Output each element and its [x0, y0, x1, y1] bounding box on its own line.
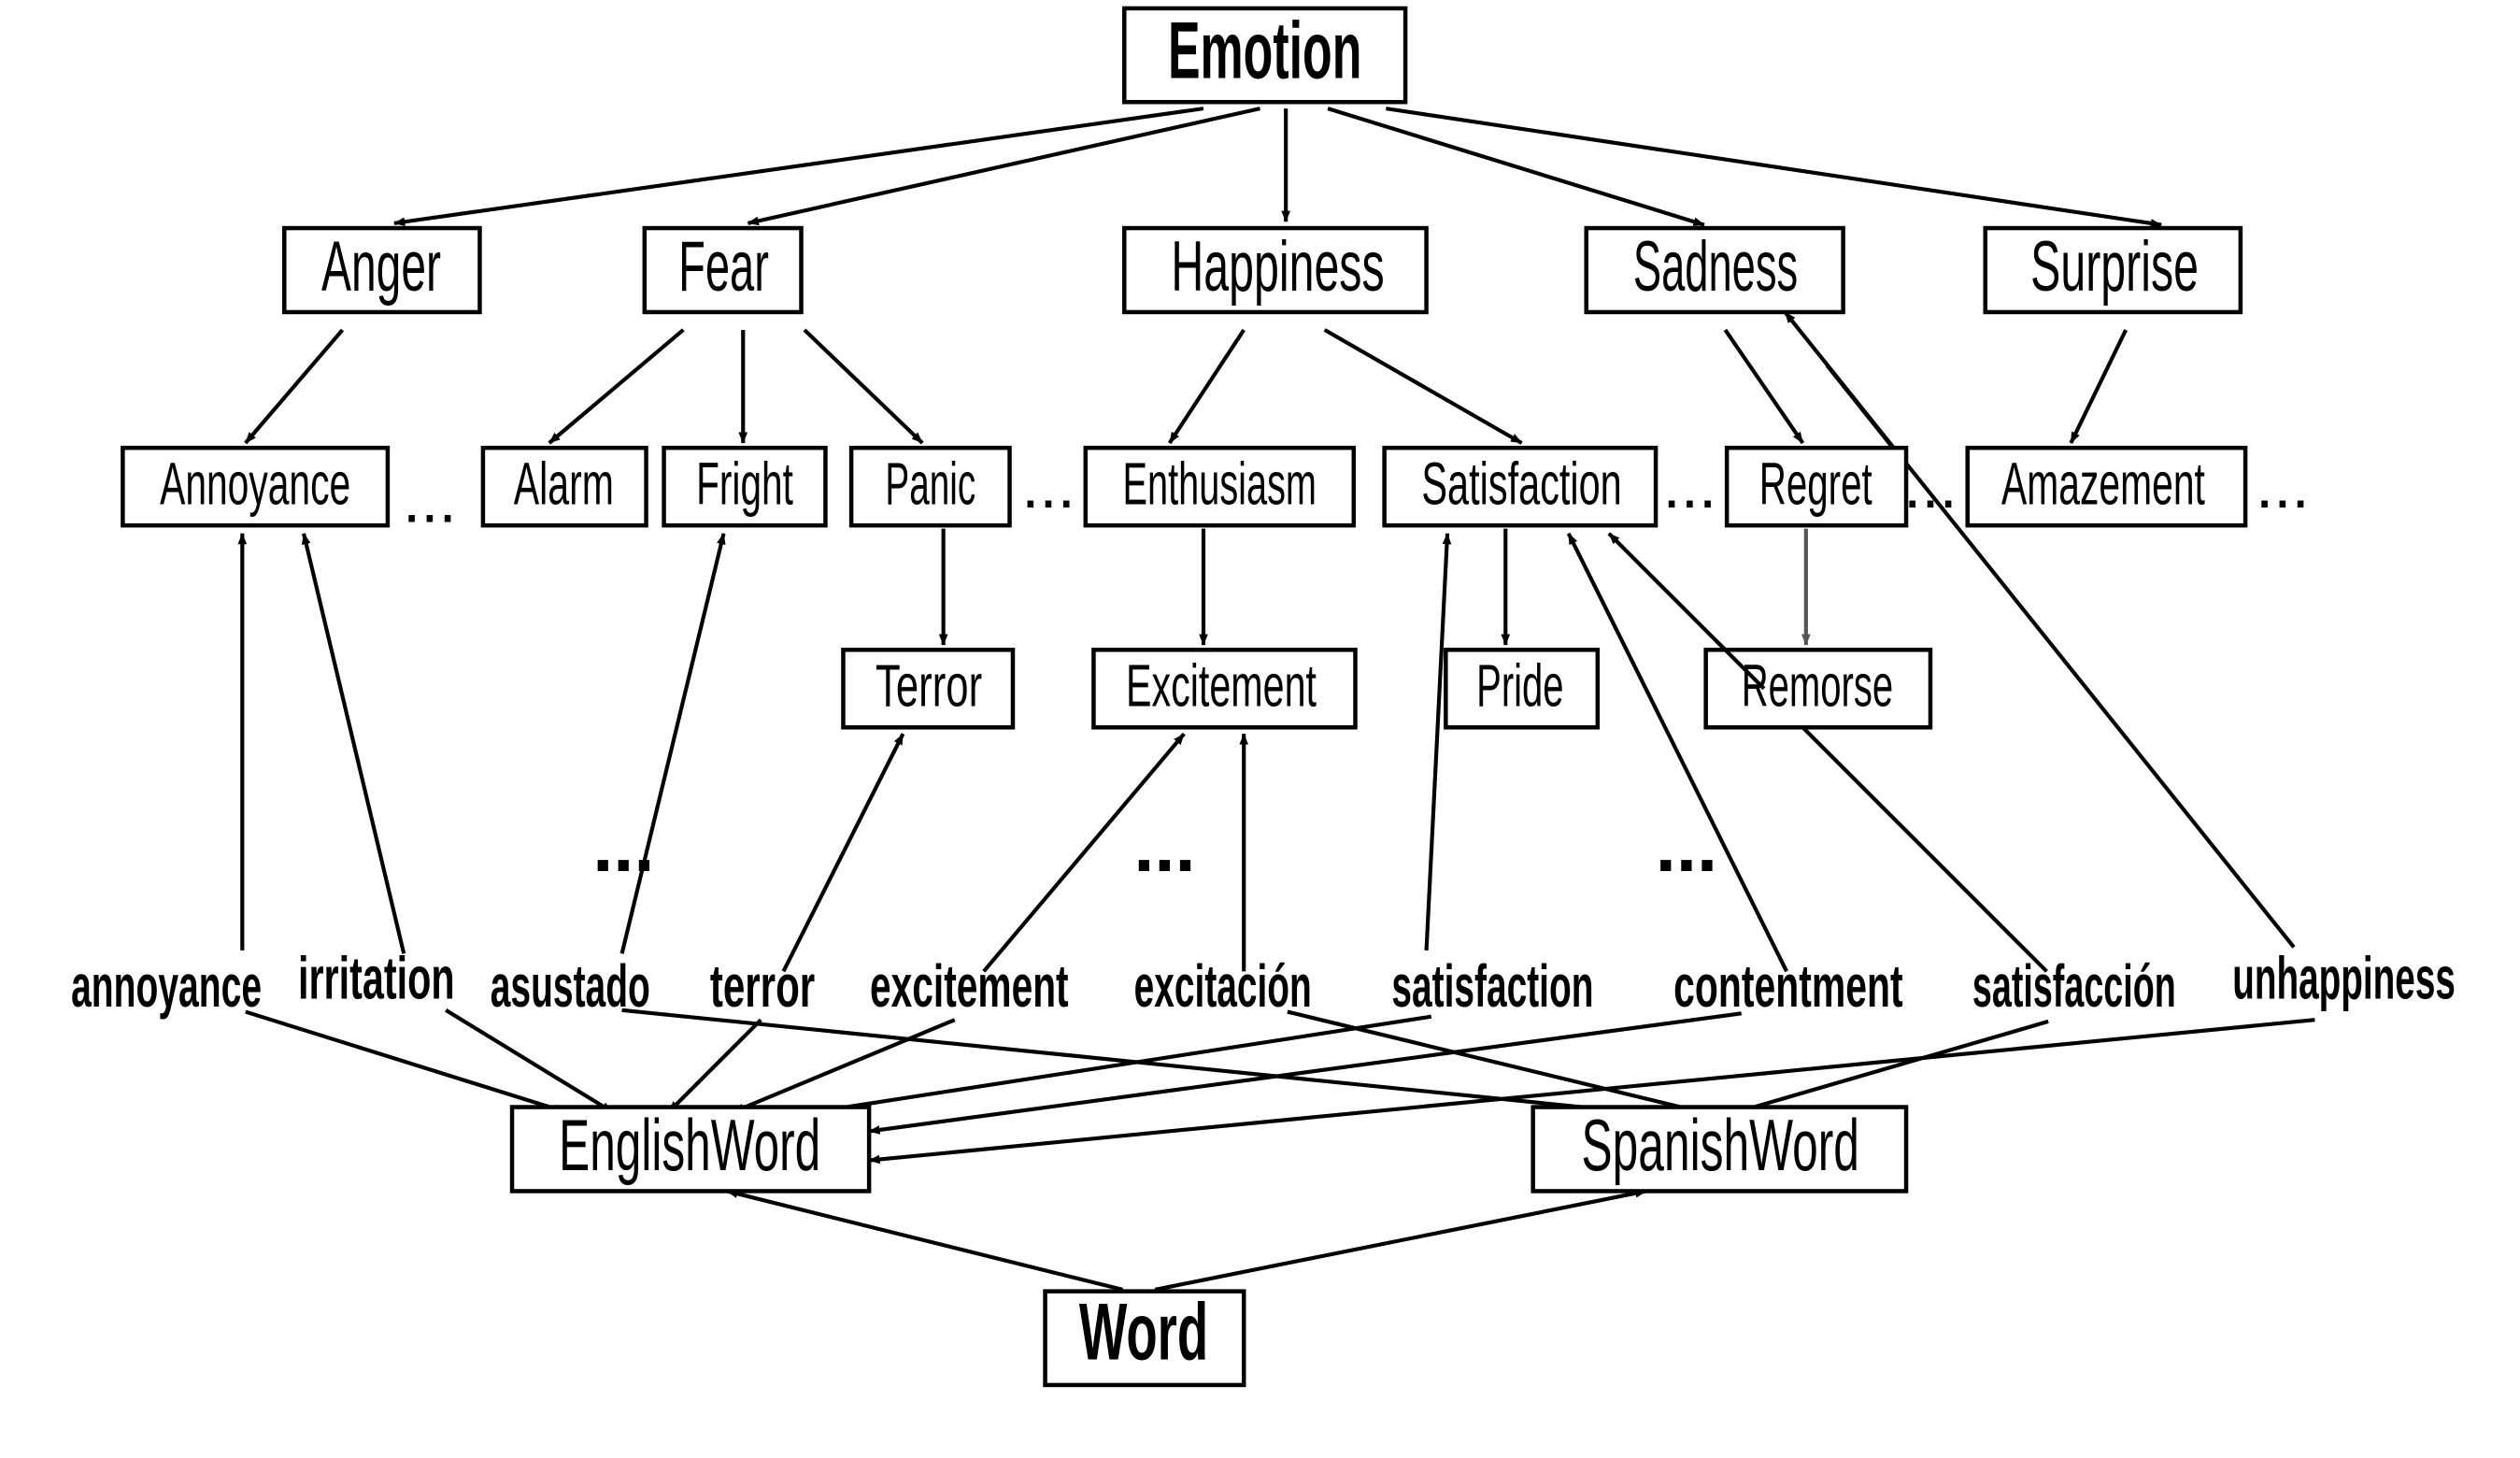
- node-alarm-label: Alarm: [514, 450, 614, 517]
- word-satisfaccion: satisfacción: [1972, 952, 2176, 1020]
- edge-asustado-fright: [619, 533, 726, 954]
- ellipses-sub-row: ... ... ... ... ...: [403, 449, 2310, 536]
- edge-emotion-anger: [393, 107, 1204, 227]
- edge-word-englishword: [726, 1189, 1124, 1292]
- edge-unhappiness-englishword: [868, 1018, 2315, 1165]
- word-instances: annoyance irritation asustado terror exc…: [71, 944, 2456, 1020]
- node-remorse-label: Remorse: [1742, 651, 1894, 719]
- edge-asustado-spanishword: [621, 1008, 1647, 1118]
- node-pride: Pride: [1444, 648, 1601, 730]
- node-sadness: Sadness: [1584, 225, 1845, 315]
- edge-happiness-enthusiasm: [1167, 328, 1246, 445]
- word-annoyance: annoyance: [71, 952, 262, 1020]
- edge-emotion-fear: [747, 107, 1260, 226]
- edge-excitement-word-excitement: [982, 732, 1186, 973]
- word-irritation: irritation: [298, 944, 455, 1011]
- node-fear: Fear: [642, 225, 804, 315]
- edge-word-spanishword: [1154, 1188, 1647, 1292]
- edge-unhappiness-sadness-overlay: [1825, 364, 1894, 448]
- node-happiness: Happiness: [1122, 225, 1429, 315]
- node-annoyance-label: Annoyance: [160, 450, 350, 517]
- edge-fear-alarm: [548, 328, 685, 445]
- node-terror: Terror: [841, 648, 1016, 730]
- node-surprise: Surprise: [1983, 225, 2243, 315]
- node-excitement-label: Excitement: [1126, 651, 1317, 719]
- word-excitacion: excitación: [1134, 952, 1312, 1020]
- edge-emotion-sadness: [1327, 107, 1705, 227]
- edge-terror-englishword: [667, 1018, 762, 1114]
- node-terror-label: Terror: [876, 651, 982, 719]
- edge-satisfaction-word-satisfaction: [1424, 533, 1452, 951]
- edge-terror-word-terror: [781, 733, 905, 973]
- node-fright: Fright: [662, 445, 828, 528]
- ellipsis-after-satisfaction: ...: [1663, 449, 1717, 522]
- node-panic: Panic: [848, 445, 1012, 528]
- edge-contentment-englishword: [868, 1011, 1742, 1135]
- node-anger-label: Anger: [321, 227, 441, 307]
- node-regret-label: Regret: [1759, 450, 1872, 517]
- node-englishword-label: EnglishWord: [559, 1106, 820, 1186]
- word-excitement: excitement: [870, 952, 1069, 1020]
- edge-happiness-satisfaction: [1323, 328, 1523, 445]
- edge-fear-panic: [803, 328, 924, 445]
- node-panic-label: Panic: [885, 450, 975, 517]
- edge-satisfaccion-spanishword: [1730, 1019, 2049, 1116]
- word-contentment: contentment: [1673, 952, 1902, 1020]
- node-excitement: Excitement: [1091, 648, 1358, 730]
- edge-anger-annoyance: [244, 328, 345, 445]
- node-fear-label: Fear: [678, 227, 769, 307]
- word-unhappiness: unhappiness: [2232, 944, 2456, 1011]
- node-anger: Anger: [282, 225, 482, 315]
- node-happiness-label: Happiness: [1171, 227, 1384, 307]
- edge-excitement-englishword: [733, 1018, 956, 1114]
- node-emotion-label: Emotion: [1168, 7, 1361, 96]
- node-satisfaction: Satisfaction: [1382, 445, 1659, 528]
- ellipsis-after-regret: ...: [1903, 449, 1958, 522]
- edges: [237, 107, 2315, 1292]
- node-emotion: Emotion: [1122, 7, 1408, 105]
- edge-sadness-regret: [1723, 328, 1805, 445]
- ellipsis-words-middle: ...: [1133, 804, 1195, 887]
- node-fright-label: Fright: [696, 450, 793, 517]
- node-amazement-label: Amazement: [2001, 450, 2205, 517]
- node-regret: Regret: [1724, 445, 1909, 528]
- node-pride-label: Pride: [1476, 651, 1563, 719]
- edge-satisfaction-englishword: [804, 1014, 1432, 1117]
- edge-surprise-amazement: [2069, 329, 2128, 444]
- edge-satisfaccion-satisfaction: [1607, 532, 2048, 973]
- edge-irritation-englishword: [445, 1008, 614, 1114]
- ellipsis-words-left: ...: [592, 804, 654, 887]
- node-spanishword-label: SpanishWord: [1582, 1106, 1859, 1186]
- node-amazement: Amazement: [1965, 445, 2248, 528]
- ellipsis-words-right: ...: [1656, 804, 1717, 887]
- edge-satisfaccion-overlay: [1714, 638, 1766, 691]
- edge-excitacion-spanishword: [1287, 1009, 1708, 1116]
- node-spanishword: SpanishWord: [1531, 1105, 1909, 1194]
- edge-irritation-annoyance: [301, 533, 406, 954]
- word-satisfaction: satisfaction: [1391, 952, 1593, 1020]
- node-enthusiasm-label: Enthusiasm: [1123, 450, 1317, 517]
- node-surprise-label: Surprise: [2030, 227, 2199, 307]
- node-remorse: Remorse: [1703, 648, 1933, 730]
- word-terror: terror: [710, 952, 815, 1020]
- node-alarm: Alarm: [480, 445, 648, 528]
- node-englishword: EnglishWord: [509, 1105, 872, 1194]
- word-asustado: asustado: [491, 952, 650, 1020]
- node-satisfaction-label: Satisfaction: [1421, 450, 1621, 517]
- ellipses-word-row: ... ... ...: [592, 804, 1717, 887]
- edge-contentment-satisfaction: [1566, 532, 1788, 973]
- node-enthusiasm: Enthusiasm: [1083, 445, 1357, 528]
- ellipsis-after-panic: ...: [1021, 449, 1075, 522]
- node-sadness-label: Sadness: [1633, 227, 1798, 307]
- node-annoyance: Annoyance: [121, 445, 391, 528]
- ellipsis-after-annoyance: ...: [403, 464, 457, 536]
- node-word-label: Word: [1079, 1288, 1208, 1378]
- edge-annoyance-englishword: [245, 1009, 566, 1114]
- node-word: Word: [1043, 1288, 1246, 1388]
- edge-emotion-surprise: [1386, 107, 2162, 228]
- ellipsis-after-amazement: ...: [2256, 449, 2310, 522]
